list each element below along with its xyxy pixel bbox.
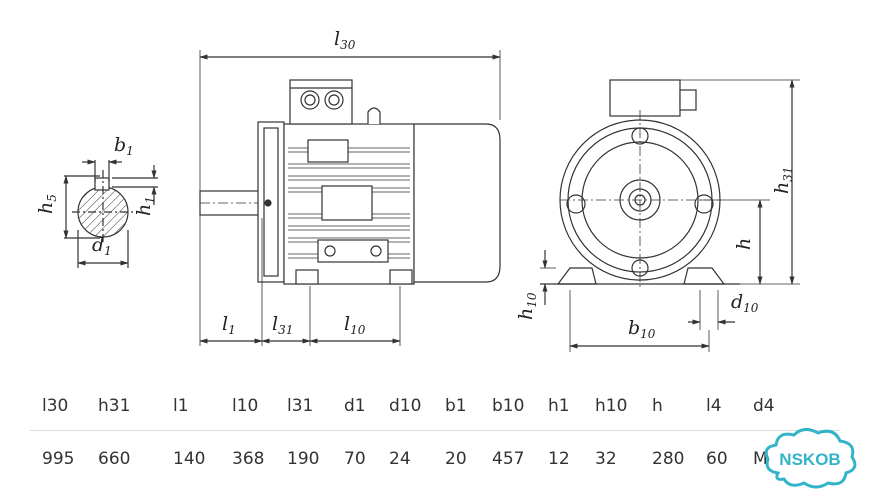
table-value-h31: 660	[98, 449, 131, 469]
table-header-d4: d4	[753, 396, 775, 416]
foot-rear	[389, 269, 413, 285]
watermark-text: NSKOB	[779, 450, 840, 469]
label-h: h	[733, 238, 755, 250]
terminal-box	[289, 79, 353, 125]
motor-drawing: b1 h5 h1 d1	[35, 28, 800, 352]
table-value-d4: M	[753, 449, 768, 469]
table-value-b1: 20	[445, 449, 467, 469]
table-header-l31: l31	[287, 396, 314, 416]
fan-cover	[413, 123, 501, 283]
label-h1: h1	[133, 196, 157, 216]
table-header-d10: d10	[389, 396, 422, 416]
front-terminal-box	[609, 79, 681, 117]
foot-front	[295, 269, 319, 285]
table-value-h1: 12	[548, 449, 570, 469]
table-separator	[30, 430, 840, 431]
watermark-logo: NSKOB	[764, 428, 857, 489]
table-header-l1: l1	[173, 396, 189, 416]
label-h10: h10	[515, 292, 539, 320]
table-value-l1: 140	[173, 449, 206, 469]
nameplate	[321, 185, 373, 221]
table-header-d1: d1	[344, 396, 366, 416]
motor-side-view	[199, 50, 501, 346]
table-value-h10: 32	[595, 449, 617, 469]
label-h5: h5	[35, 194, 59, 214]
table-value-l10: 368	[232, 449, 265, 469]
label-l30: l30	[334, 28, 356, 52]
table-header-h31: h31	[98, 396, 131, 416]
label-l10: l10	[344, 313, 366, 337]
table-value-h: 280	[652, 449, 685, 469]
table-header-h10: h10	[595, 396, 628, 416]
shaft-section-view	[63, 159, 158, 268]
label-l31: l31	[272, 313, 293, 337]
key-slot	[94, 177, 110, 191]
table-header-l10: l10	[232, 396, 259, 416]
lifting-eye	[367, 107, 381, 124]
table-value-d1: 70	[344, 449, 366, 469]
table-header-h1: h1	[548, 396, 570, 416]
label-b10: b10	[628, 317, 656, 341]
motor-front-view	[540, 79, 800, 352]
table-header-row: l30 h31 l1 l10 l31 d1 d10 b1 b10 h1 h10 h l4 d4	[0, 396, 870, 426]
table-value-d10: 24	[389, 449, 411, 469]
table-value-l31: 190	[287, 449, 320, 469]
table-header-b10: b10	[492, 396, 525, 416]
label-l1: l1	[222, 313, 236, 337]
table-header-l4: l4	[706, 396, 722, 416]
table-value-l30: 995	[42, 449, 75, 469]
label-h31: h31	[771, 166, 795, 194]
table-header-h: h	[652, 396, 663, 416]
table-value-l4: 60	[706, 449, 728, 469]
table-header-b1: b1	[445, 396, 467, 416]
label-d10: d10	[731, 291, 759, 315]
label-d1: d1	[92, 234, 112, 258]
table-values-row: 995 660 140 368 190 70 24 20 457 12 32 280 60 M	[0, 449, 870, 479]
table-header-l30: l30	[42, 396, 69, 416]
table-value-b10: 457	[492, 449, 525, 469]
label-b1: b1	[114, 134, 134, 158]
